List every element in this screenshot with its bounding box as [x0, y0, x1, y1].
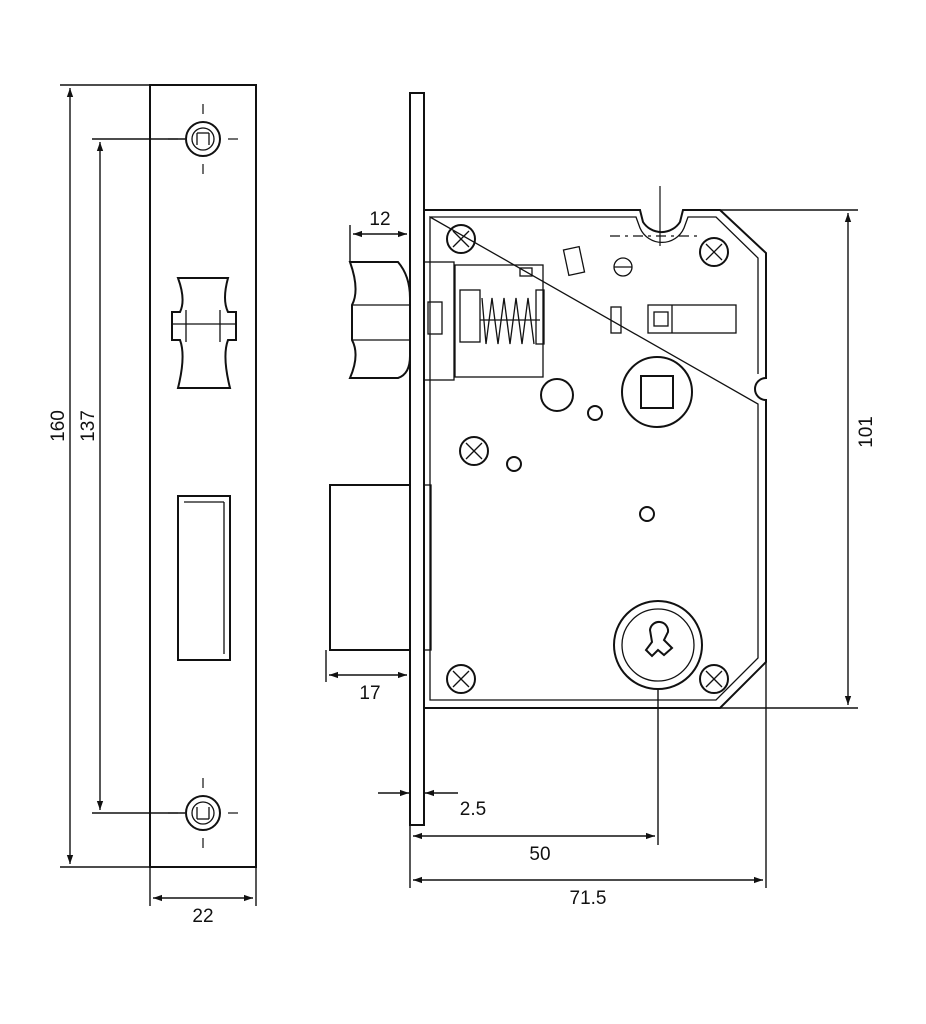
- faceplate-front-view: [149, 84, 257, 868]
- dimension-backset: 50: [409, 690, 659, 888]
- dimension-101-label: 101: [856, 416, 877, 448]
- latch-bolt-side-icon: [348, 261, 455, 381]
- latch-lever-part: [562, 245, 586, 277]
- dimension-137-label: 137: [78, 410, 99, 442]
- dimension-2-5-label: 2.5: [460, 799, 486, 820]
- dimension-case-depth: 71.5: [413, 662, 767, 909]
- dimension-160-label: 160: [48, 410, 69, 442]
- case-screw-icon: [699, 237, 729, 267]
- faceplate-outline: [149, 84, 257, 868]
- slot-part: [610, 306, 622, 334]
- dimension-50-label: 50: [529, 844, 550, 865]
- deadbolt-opening: [177, 495, 231, 661]
- deadbolt-side-icon: [329, 484, 432, 651]
- latch-spring-icon: [454, 264, 545, 378]
- top-screw-icon: [168, 104, 238, 174]
- dimension-screw-spacing: 137: [78, 138, 185, 814]
- faceplate-side: [409, 92, 425, 826]
- case-screw-icon: [446, 224, 476, 254]
- dimension-22-label: 22: [192, 906, 213, 927]
- dimension-faceplate-height: 160: [48, 84, 150, 868]
- small-hole: [639, 506, 655, 522]
- case-screw-icon: [459, 436, 489, 466]
- spindle-hub-icon: [621, 356, 693, 428]
- dimension-71-5-label: 71.5: [570, 888, 607, 909]
- cylinder-keyhole-icon: [613, 600, 703, 690]
- dimension-faceplate-thickness: 2.5: [378, 789, 486, 820]
- small-hole: [587, 405, 603, 421]
- case-screw-icon: [699, 664, 729, 694]
- dimension-17-label: 17: [359, 683, 380, 704]
- dimension-faceplate-width: 22: [149, 867, 257, 927]
- dimension-case-height: 101: [720, 209, 877, 709]
- small-hole: [506, 456, 522, 472]
- lock-body-side-view: [329, 92, 767, 826]
- dimension-12-label: 12: [369, 209, 390, 230]
- lock-case-outline: [424, 209, 767, 709]
- follower-part: [647, 304, 737, 334]
- dimension-latch-projection: 12: [349, 209, 411, 262]
- latch-front-icon: [171, 277, 237, 389]
- rivet-hole: [540, 378, 574, 412]
- dimension-deadbolt-projection: 17: [325, 650, 407, 704]
- case-screw-icon: [446, 664, 476, 694]
